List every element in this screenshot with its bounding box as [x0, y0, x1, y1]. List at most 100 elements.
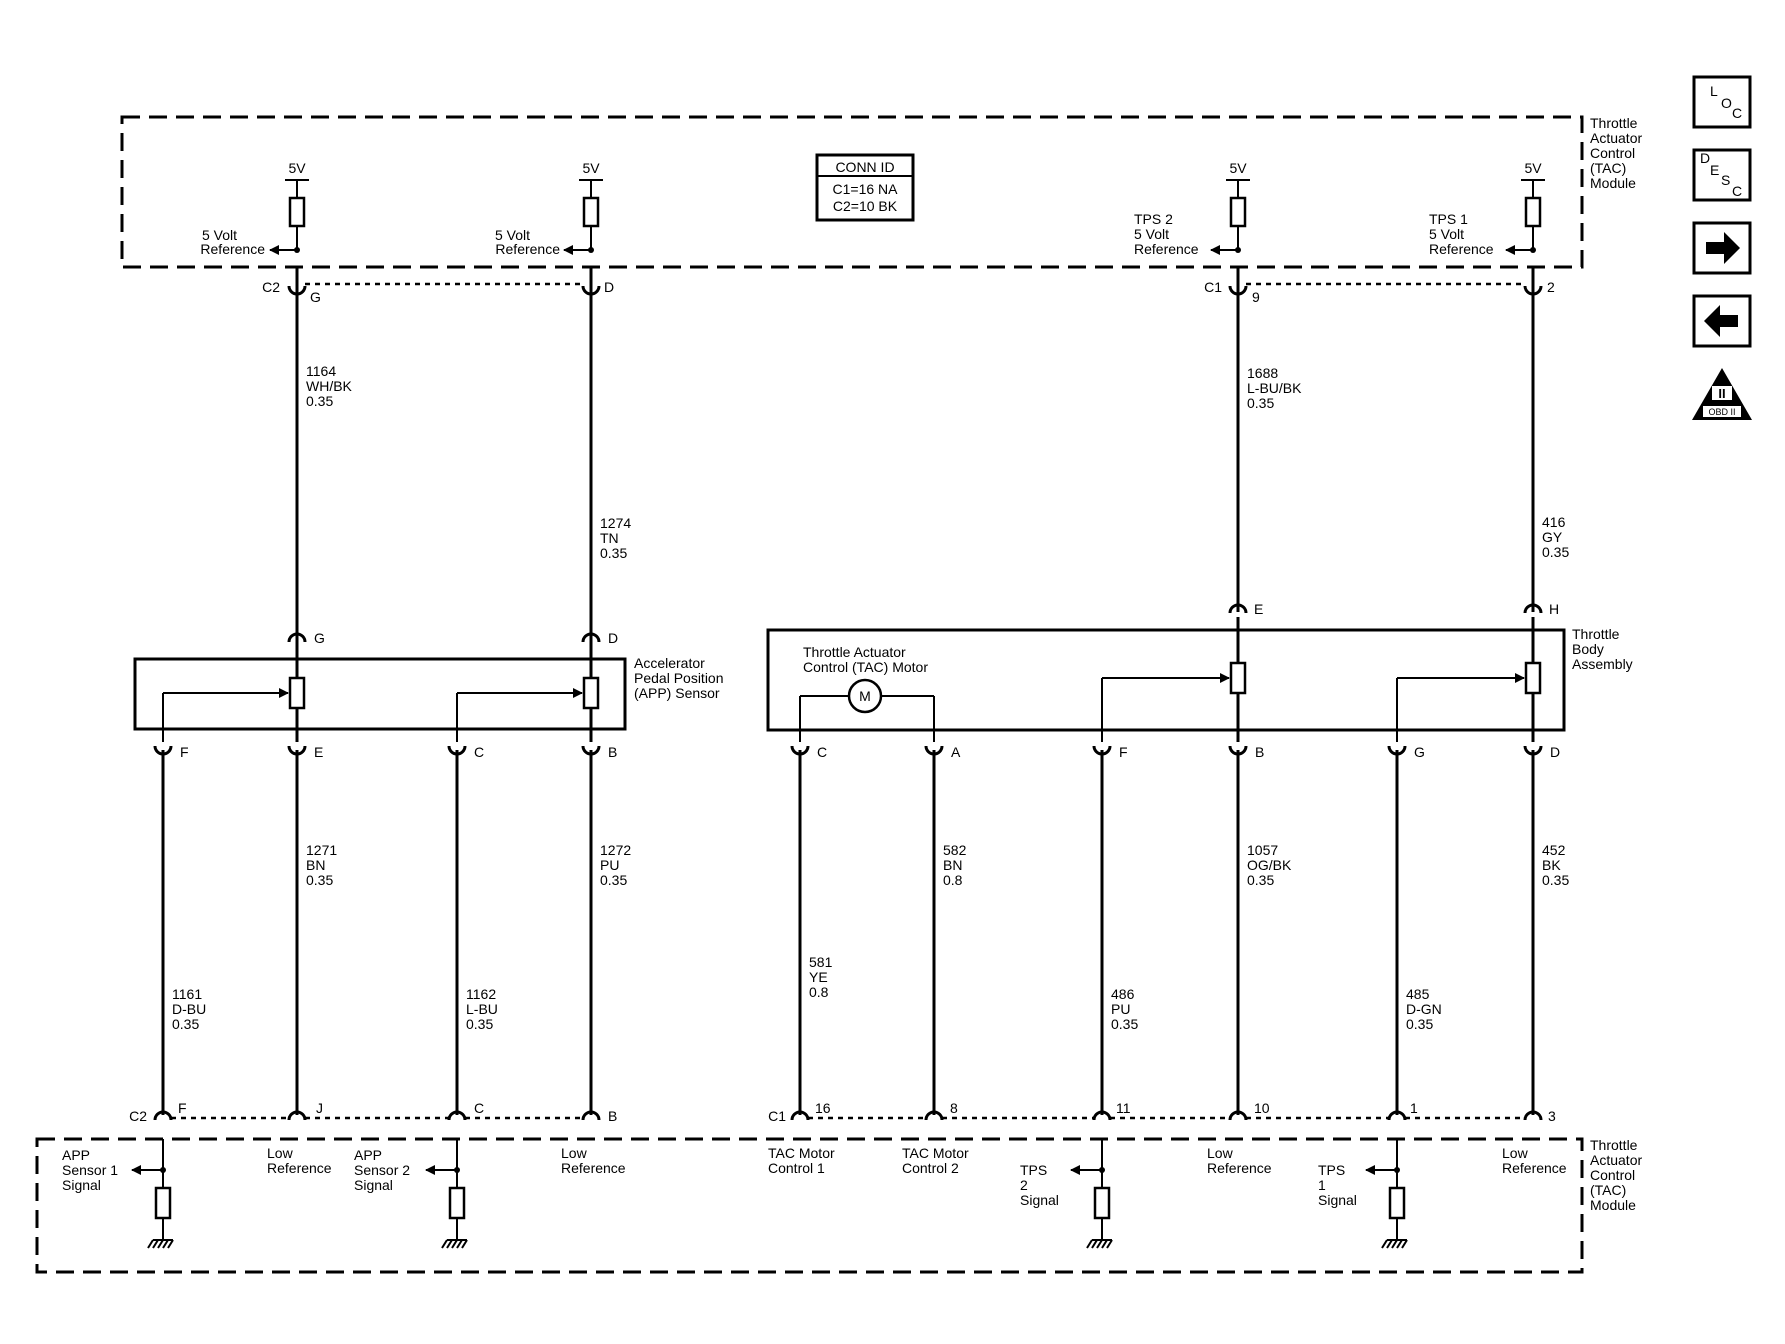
svg-text:1: 1 [1318, 1177, 1326, 1193]
throttle-body-box [766, 628, 1566, 732]
svg-text:TPS: TPS [1318, 1162, 1345, 1178]
svg-text:Actuator: Actuator [1590, 130, 1642, 146]
svg-text:Assembly: Assembly [1572, 656, 1633, 672]
svg-text:D-GN: D-GN [1406, 1001, 1442, 1017]
throttle-body-title: Throttle Body Assembly [1572, 626, 1633, 672]
svg-text:1: 1 [1410, 1100, 1418, 1116]
desc-button[interactable]: D E S C [1692, 148, 1752, 202]
svg-text:C: C [817, 744, 827, 760]
svg-text:C: C [474, 744, 484, 760]
svg-text:APP: APP [354, 1147, 382, 1163]
svg-text:Throttle: Throttle [1572, 626, 1620, 642]
svg-text:0.8: 0.8 [943, 872, 963, 888]
arrow-right-icon [1706, 232, 1740, 264]
top-connector-c1: C1 [1204, 279, 1222, 295]
svg-text:D: D [1700, 150, 1710, 166]
svg-text:Control: Control [1590, 145, 1635, 161]
svg-text:GY: GY [1542, 529, 1563, 545]
top-connector-c2: C2 [262, 279, 280, 295]
svg-text:1274: 1274 [600, 515, 631, 531]
arrow-left-icon [1704, 305, 1738, 337]
svg-text:486: 486 [1111, 986, 1135, 1002]
svg-text:F: F [180, 744, 189, 760]
lower-wires [161, 750, 1535, 1115]
svg-text:Control 1: Control 1 [768, 1160, 825, 1176]
svg-text:WH/BK: WH/BK [306, 378, 353, 394]
svg-text:APP: APP [62, 1147, 90, 1163]
svg-text:PU: PU [600, 857, 619, 873]
svg-text:582: 582 [943, 842, 967, 858]
svg-text:B: B [608, 1108, 617, 1124]
svg-text:J: J [316, 1100, 323, 1116]
svg-text:YE: YE [809, 969, 828, 985]
svg-text:0.35: 0.35 [1111, 1016, 1138, 1032]
svg-text:Low: Low [1207, 1145, 1234, 1161]
app-sensor-title: Accelerator Pedal Position (APP) Sensor [634, 655, 724, 701]
next-button[interactable] [1692, 221, 1752, 275]
tac-motor-title: Throttle Actuator Control (TAC) Motor [803, 644, 928, 675]
svg-text:5 Volt: 5 Volt [495, 227, 530, 243]
svg-text:L: L [1710, 83, 1718, 99]
svg-text:16: 16 [815, 1100, 831, 1116]
svg-text:0.35: 0.35 [1406, 1016, 1433, 1032]
svg-text:D-BU: D-BU [172, 1001, 206, 1017]
tb-top-pins: E H [1228, 601, 1559, 617]
svg-text:PU: PU [1111, 1001, 1130, 1017]
svg-text:0.35: 0.35 [1542, 544, 1569, 560]
svg-text:0.35: 0.35 [306, 872, 333, 888]
svg-text:8: 8 [950, 1100, 958, 1116]
top-connector-row: C2 C1 G D 9 2 [262, 279, 1555, 305]
svg-text:B: B [608, 744, 617, 760]
svg-text:Actuator: Actuator [1590, 1152, 1642, 1168]
app-sensor-internals [162, 646, 600, 742]
svg-text:0.35: 0.35 [172, 1016, 199, 1032]
supply-5v-1: 5V 5 Volt Reference [200, 160, 309, 257]
bottom-connector-row: C2 C1 F J C B 16 8 11 10 1 3 [129, 1100, 1556, 1124]
svg-text:1162: 1162 [466, 986, 496, 1002]
svg-text:3: 3 [1548, 1108, 1556, 1124]
tac-module-top-box [120, 115, 1584, 269]
svg-text:5V: 5V [1524, 160, 1542, 176]
svg-text:Throttle: Throttle [1590, 1137, 1638, 1153]
svg-text:1161: 1161 [172, 986, 202, 1002]
svg-text:E: E [314, 744, 323, 760]
svg-text:OG/BK: OG/BK [1247, 857, 1292, 873]
supply-5v-4: 5V TPS 1 5 Volt Reference [1429, 160, 1545, 257]
svg-text:1688: 1688 [1247, 365, 1278, 381]
prev-button[interactable] [1692, 294, 1752, 348]
conn-id-title: CONN ID [835, 159, 894, 175]
svg-text:TN: TN [600, 530, 619, 546]
svg-text:2: 2 [1020, 1177, 1028, 1193]
svg-text:2: 2 [1547, 279, 1555, 295]
svg-text:G: G [310, 289, 321, 305]
svg-text:G: G [314, 630, 325, 646]
svg-text:452: 452 [1542, 842, 1566, 858]
svg-text:F: F [178, 1100, 187, 1116]
loc-button[interactable]: L O C [1692, 75, 1752, 129]
svg-text:Pedal Position: Pedal Position [634, 670, 724, 686]
tps-2-signal-circuit [1070, 1139, 1113, 1249]
svg-text:D: D [604, 279, 614, 295]
svg-text:Module: Module [1590, 175, 1636, 191]
svg-text:E: E [1254, 601, 1263, 617]
svg-text:0.35: 0.35 [600, 872, 627, 888]
svg-text:5V: 5V [288, 160, 306, 176]
svg-text:5 Volt: 5 Volt [1429, 226, 1464, 242]
svg-text:485: 485 [1406, 986, 1430, 1002]
svg-text:TPS 1: TPS 1 [1429, 211, 1468, 227]
svg-text:TPS 2: TPS 2 [1134, 211, 1173, 227]
svg-text:1272: 1272 [600, 842, 631, 858]
svg-text:Reference: Reference [267, 1160, 332, 1176]
svg-text:L-BU/BK: L-BU/BK [1247, 380, 1302, 396]
svg-text:BN: BN [943, 857, 962, 873]
svg-text:A: A [951, 744, 961, 760]
svg-text:0.35: 0.35 [600, 545, 627, 561]
supply-5v-2: 5V 5 Volt Reference [495, 160, 603, 257]
svg-text:TAC Motor: TAC Motor [768, 1145, 835, 1161]
obd-ii-button[interactable]: II OBD II [1692, 368, 1752, 420]
svg-text:Control: Control [1590, 1167, 1635, 1183]
svg-text:0.35: 0.35 [1247, 872, 1274, 888]
upper-wire-labels: 1164 WH/BK 0.35 1274 TN 0.35 1688 L-BU/B… [306, 363, 1569, 561]
svg-text:Reference: Reference [1429, 241, 1494, 257]
svg-text:0.35: 0.35 [1542, 872, 1569, 888]
